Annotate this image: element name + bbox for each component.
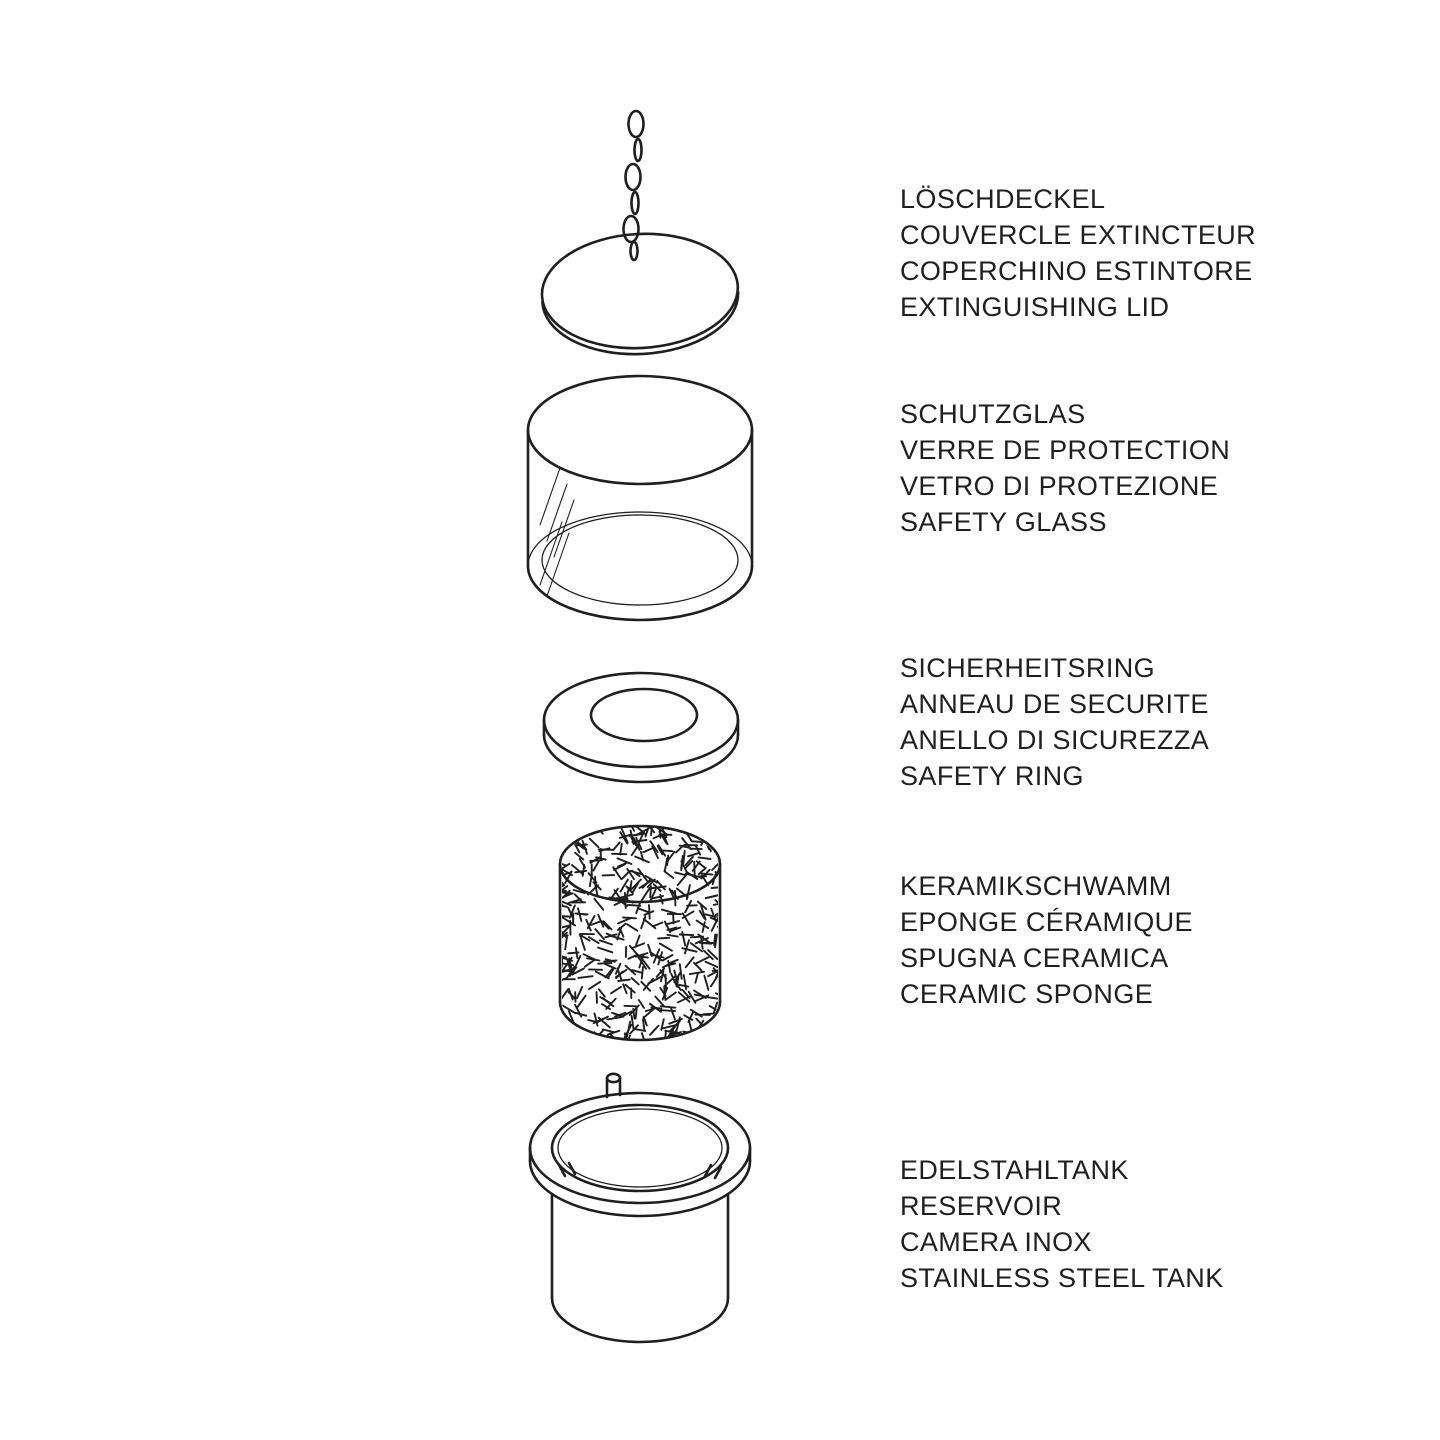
label-group-stainless-steel-tank: EDELSTAHLTANK RESERVOIR CAMERA INOX STAI… [900, 1152, 1330, 1296]
part-label-en: CERAMIC SPONGE [900, 979, 1154, 1009]
part-label-it: SPUGNA CERAMICA [900, 943, 1169, 973]
part-label-fr: RESERVOIR [900, 1191, 1063, 1221]
part-label-it: ANELLO DI SICUREZZA [900, 725, 1210, 755]
part-label-en: SAFETY RING [900, 761, 1084, 791]
chain-icon [622, 109, 645, 262]
part-label-en: STAINLESS STEEL TANK [900, 1263, 1224, 1293]
part-label-de: KERAMIKSCHWAMM [900, 871, 1172, 901]
glass-reflection-hatch [539, 467, 575, 597]
part-label-en: SAFETY GLASS [900, 507, 1107, 537]
part-label-de: SCHUTZGLAS [900, 399, 1086, 429]
part-label-it: CAMERA INOX [900, 1227, 1092, 1257]
part-label-de: LÖSCHDECKEL [900, 184, 1106, 214]
safety-ring-icon [542, 671, 740, 784]
part-label-fr: VERRE DE PROTECTION [900, 435, 1231, 465]
extinguishing-lid-icon [540, 232, 740, 356]
part-label-en: EXTINGUISHING LID [900, 292, 1170, 322]
label-group-safety-glass: SCHUTZGLAS VERRE DE PROTECTION VETRO DI … [900, 396, 1330, 540]
part-label-it: VETRO DI PROTEZIONE [900, 471, 1219, 501]
label-group-ceramic-sponge: KERAMIKSCHWAMM EPONGE CÉRAMIQUE SPUGNA C… [900, 868, 1330, 1012]
part-label-fr: EPONGE CÉRAMIQUE [900, 907, 1193, 937]
stainless-steel-tank-icon [528, 1072, 752, 1344]
part-label-fr: COUVERCLE EXTINCTEUR [900, 220, 1257, 250]
part-label-fr: ANNEAU DE SECURITE [900, 689, 1209, 719]
part-label-de: EDELSTAHLTANK [900, 1155, 1129, 1185]
ceramic-sponge-icon [558, 824, 722, 1042]
part-label-de: SICHERHEITSRING [900, 653, 1156, 683]
safety-glass-icon [526, 374, 754, 622]
label-group-safety-ring: SICHERHEITSRING ANNEAU DE SECURITE ANELL… [900, 650, 1330, 794]
label-group-extinguishing-lid: LÖSCHDECKEL COUVERCLE EXTINCTEUR COPERCH… [900, 181, 1330, 325]
part-label-it: COPERCHINO ESTINTORE [900, 256, 1253, 286]
